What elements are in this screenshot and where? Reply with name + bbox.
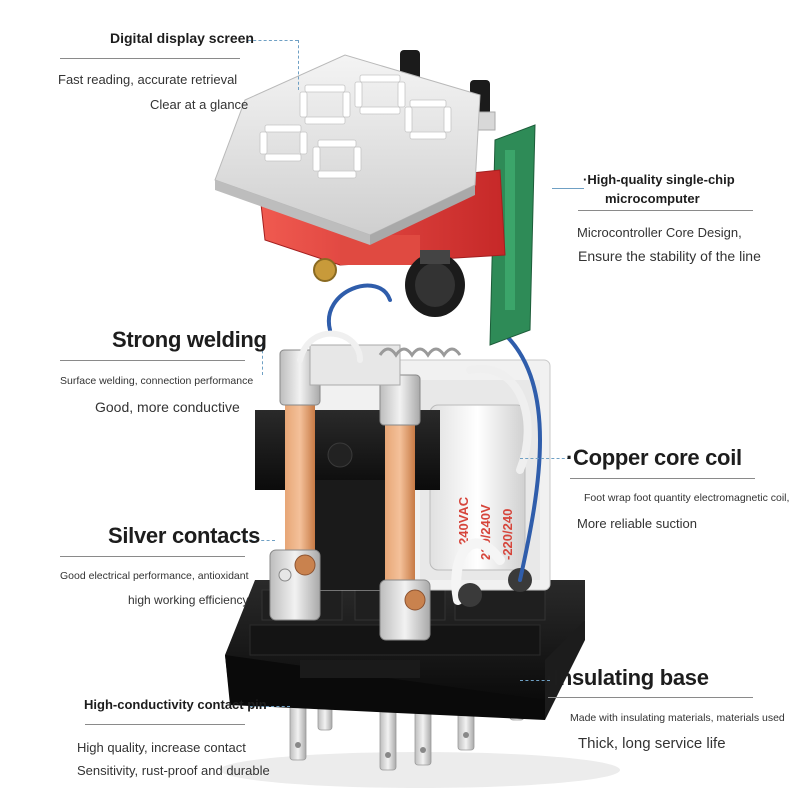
mcu-callout-line bbox=[552, 188, 584, 189]
base-callout-line bbox=[520, 680, 550, 681]
mcu-line2: Ensure the stability of the line bbox=[578, 248, 761, 264]
svg-text:240VAC: 240VAC bbox=[456, 496, 471, 545]
relay-body: 240VAC 220/240V -220/240 bbox=[255, 359, 551, 641]
copper-strip-right bbox=[385, 395, 415, 585]
coil-underline bbox=[570, 478, 755, 479]
wires bbox=[297, 283, 542, 582]
silver-callout-line bbox=[245, 540, 275, 541]
silver-line1: Good electrical performance, antioxidant bbox=[60, 570, 249, 582]
welding-underline bbox=[60, 360, 245, 361]
coil-line2: More reliable suction bbox=[577, 516, 697, 531]
pin-line2: Sensitivity, rust-proof and durable bbox=[77, 763, 270, 778]
display-line2: Clear at a glance bbox=[150, 97, 249, 112]
base-line2: Thick, long service life bbox=[578, 735, 726, 752]
silver-contacts bbox=[269, 549, 431, 641]
base-title: ·Insulating base bbox=[546, 665, 709, 690]
silver-underline bbox=[60, 556, 245, 557]
base-underline bbox=[548, 697, 753, 698]
mcu-title2: microcomputer bbox=[605, 191, 700, 206]
welding-terminals bbox=[279, 344, 462, 426]
coil-callout-line bbox=[520, 458, 570, 459]
pin-underline bbox=[85, 724, 245, 725]
pin-title: High-conductivity contact pin bbox=[84, 697, 267, 712]
digital-display-screen bbox=[214, 54, 481, 245]
mcu-underline bbox=[578, 210, 753, 211]
welding-callout-drop bbox=[262, 345, 263, 375]
display-callout-drop bbox=[298, 40, 299, 90]
welding-line1: Surface welding, connection performance bbox=[60, 375, 254, 387]
ground-shadow bbox=[220, 752, 620, 788]
base-line1: Made with insulating materials, material… bbox=[570, 712, 785, 724]
display-underline bbox=[60, 58, 240, 59]
mcu-title1: ·High-quality single-chip bbox=[583, 172, 735, 187]
pin-line1: High quality, increase contact bbox=[77, 740, 246, 755]
display-title: Digital display screen bbox=[110, 30, 254, 46]
welding-title: Strong welding bbox=[112, 327, 267, 352]
silver-line2: high working efficiency bbox=[128, 593, 249, 607]
display-line1: Fast reading, accurate retrieval bbox=[58, 72, 238, 87]
coil-line1: Foot wrap foot quantity electromagnetic … bbox=[584, 492, 790, 504]
pin-callout-line bbox=[250, 706, 290, 707]
silver-title: Silver contacts bbox=[108, 523, 261, 548]
welding-line2: Good, more conductive bbox=[95, 399, 240, 415]
mcu-line1: Microcontroller Core Design, bbox=[577, 225, 742, 240]
coil-title: ·Copper core coil bbox=[566, 445, 742, 470]
display-callout-line bbox=[248, 40, 298, 41]
svg-text:-220/240: -220/240 bbox=[500, 509, 515, 560]
